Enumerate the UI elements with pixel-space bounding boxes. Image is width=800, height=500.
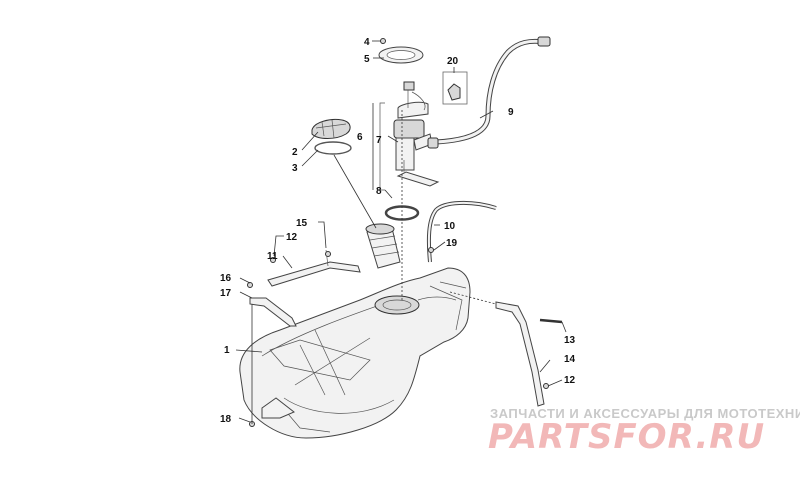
callout-8: 8 (376, 186, 382, 197)
fuel-pump-assembly (379, 81, 440, 191)
watermark-brand: PARTSFOR.RU (488, 417, 765, 457)
callout-12-left: 12 (286, 232, 298, 243)
callout-17: 17 (220, 288, 232, 299)
vent-hose (426, 200, 497, 263)
callout-16: 16 (220, 273, 232, 284)
callout-9: 9 (508, 107, 514, 118)
cap-gasket (314, 141, 352, 155)
fuel-line (427, 36, 551, 149)
pump-seal (384, 205, 420, 221)
callouts: 1 2 3 4 5 6 7 8 9 10 11 12 12 13 14 15 1… (220, 37, 576, 425)
watermark-tagline: ЗАПЧАСТИ И АКСЕССУАРЫ ДЛЯ МОТОТЕХНИКИ (490, 406, 800, 421)
callout-13: 13 (564, 335, 576, 346)
callout-19: 19 (446, 238, 458, 249)
left-strap (249, 297, 297, 327)
fuel-tank (239, 223, 471, 439)
connector (442, 71, 468, 105)
callout-1: 1 (224, 345, 230, 356)
right-strap (495, 301, 545, 407)
callout-15: 15 (296, 218, 308, 229)
callout-11: 11 (267, 251, 278, 262)
bolt-12-right (543, 383, 549, 389)
fuel-cap (311, 119, 351, 139)
callout-20: 20 (447, 56, 459, 67)
retaining-bolt (380, 38, 386, 44)
callout-12-right: 12 (564, 375, 576, 386)
callout-5: 5 (364, 54, 370, 65)
bolt-13 (539, 318, 563, 324)
watermark: ЗАПЧАСТИ И АКСЕССУАРЫ ДЛЯ МОТОТЕХНИКИ PA… (488, 406, 800, 457)
callout-6: 6 (357, 132, 363, 143)
callout-4: 4 (364, 37, 370, 48)
bolt-left (270, 257, 276, 263)
callout-14: 14 (564, 354, 576, 365)
left-bracket (267, 249, 361, 287)
callout-7: 7 (376, 135, 382, 146)
callout-10: 10 (444, 221, 456, 232)
callout-2: 2 (292, 147, 298, 158)
retaining-ring (378, 46, 424, 64)
hose-clamp (428, 247, 434, 253)
callout-3: 3 (292, 163, 298, 174)
bolt-16 (247, 282, 253, 288)
leader-lines (235, 40, 567, 424)
callout-18: 18 (220, 414, 232, 425)
